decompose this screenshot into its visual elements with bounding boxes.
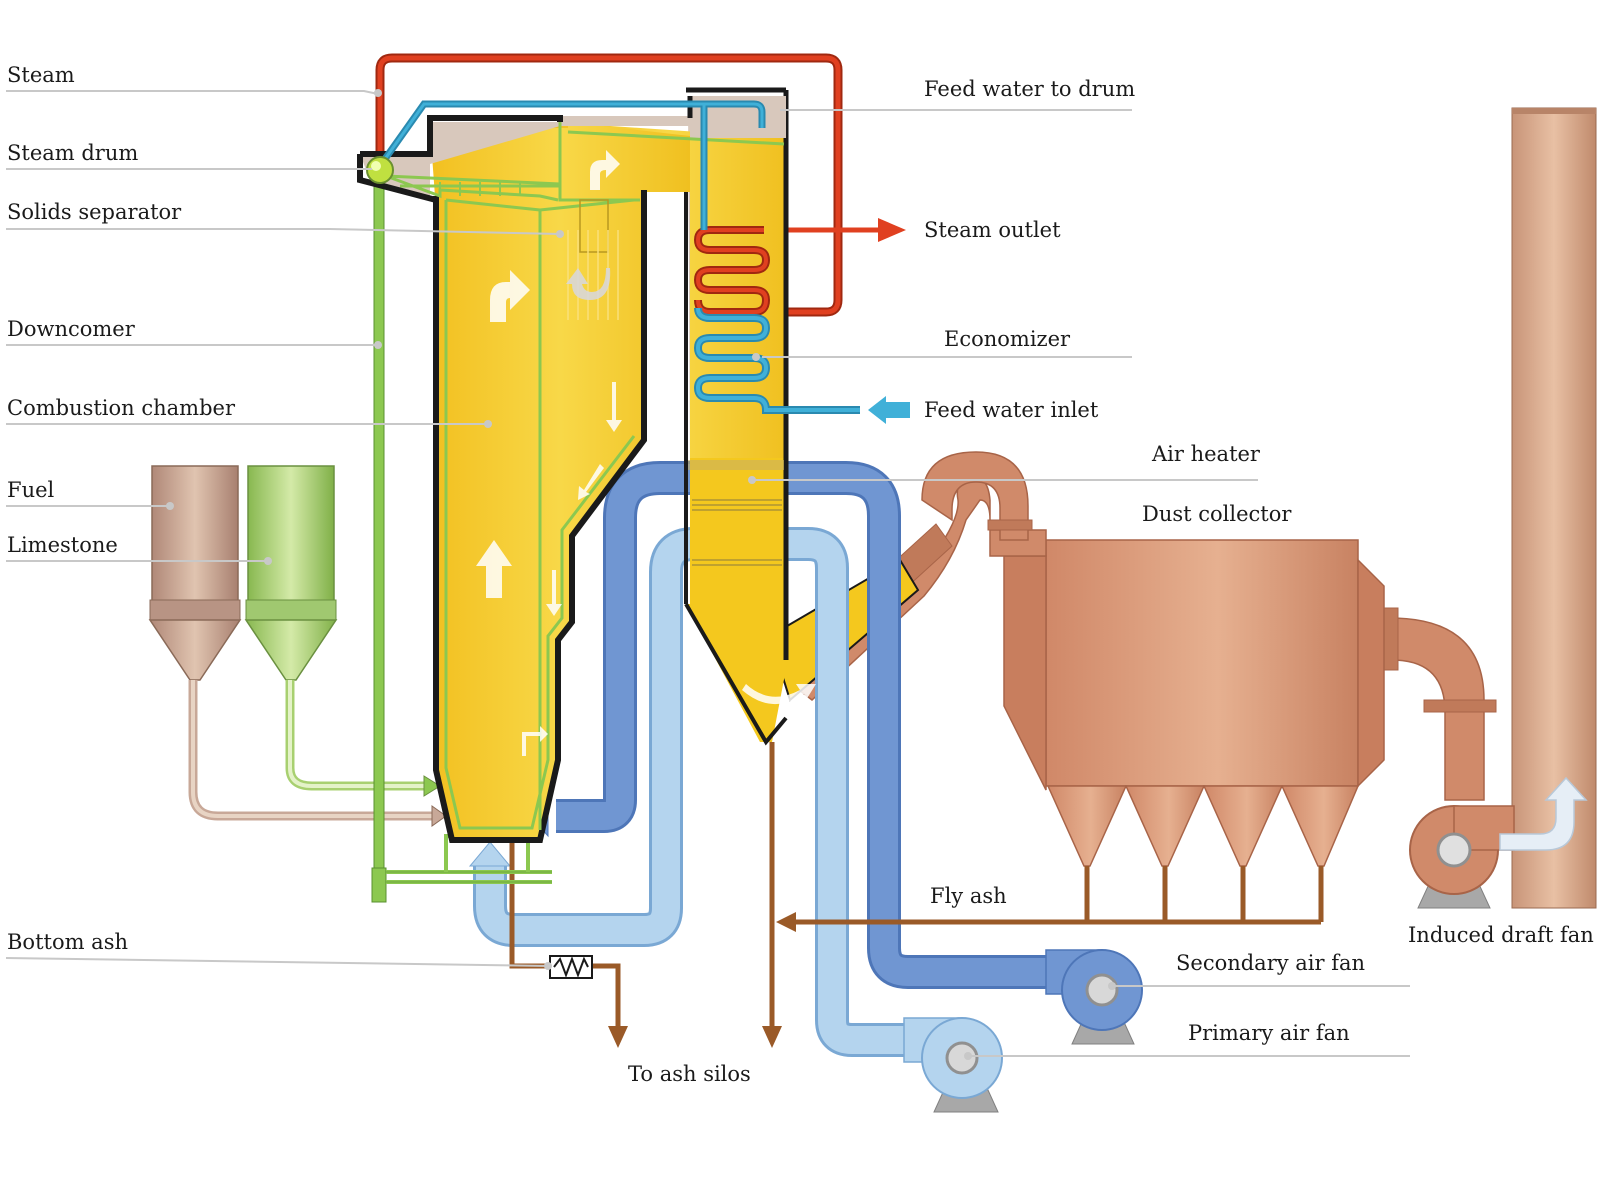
feed-water-to-drum-line [377, 100, 766, 230]
fuel-silo [148, 465, 447, 827]
diagram-labels: Steam Steam drum Solids separator Downco… [7, 63, 1594, 1086]
label-primary-air-fan: Primary air fan [1188, 1021, 1350, 1045]
flow-arrows [476, 150, 816, 756]
label-feed-water-to-drum: Feed water to drum [924, 77, 1135, 101]
label-steam: Steam [7, 63, 75, 87]
limestone-silo [244, 465, 441, 797]
cyclone-ash-drop [762, 742, 782, 1048]
leader-dots [166, 89, 1116, 1060]
label-steam-drum: Steam drum [7, 141, 138, 165]
superheater-coil [693, 226, 771, 316]
flow-arrow-turn-small-icon [590, 150, 620, 190]
label-economizer: Economizer [944, 327, 1071, 351]
label-fuel: Fuel [7, 478, 55, 502]
chimney-stack [1511, 107, 1597, 909]
label-downcomer: Downcomer [7, 317, 136, 341]
separator-swirl-icon [566, 268, 611, 300]
flow-arrow-bend-icon [522, 726, 548, 756]
label-fly-ash: Fly ash [930, 884, 1007, 908]
label-bottom-ash: Bottom ash [7, 930, 128, 954]
cyclone-swirl-arrow-icon [742, 684, 816, 705]
label-limestone: Limestone [7, 533, 118, 557]
secondary-air-fan [1045, 949, 1143, 1045]
label-to-ash-silos: To ash silos [628, 1062, 751, 1086]
label-induced-draft-fan: Induced draft fan [1408, 923, 1594, 947]
leader-lines [5, 90, 1410, 1057]
label-dust-collector: Dust collector [1142, 502, 1292, 526]
flow-arrow-down-icon [606, 382, 622, 432]
flow-arrow-diagonal-icon [578, 464, 604, 500]
flow-arrow-down-small-icon [546, 570, 562, 616]
label-secondary-air-fan: Secondary air fan [1176, 951, 1365, 975]
dust-hoppers [1046, 785, 1360, 867]
induced-draft-duct [1355, 607, 1497, 801]
label-solids-separator: Solids separator [7, 200, 182, 224]
label-steam-outlet: Steam outlet [924, 218, 1061, 242]
solids-separator-box [579, 199, 609, 253]
flow-arrow-turn-icon [490, 270, 530, 322]
primary-air-fan [903, 1017, 1003, 1113]
label-combustion-chamber: Combustion chamber [7, 396, 236, 420]
induced-draft-fan [1409, 776, 1588, 909]
dust-collector [1003, 539, 1385, 867]
fly-ash-line [776, 866, 1324, 932]
label-feed-water-inlet: Feed water inlet [924, 398, 1099, 422]
label-air-heater: Air heater [1151, 442, 1261, 466]
flow-arrow-up-icon [476, 540, 512, 598]
